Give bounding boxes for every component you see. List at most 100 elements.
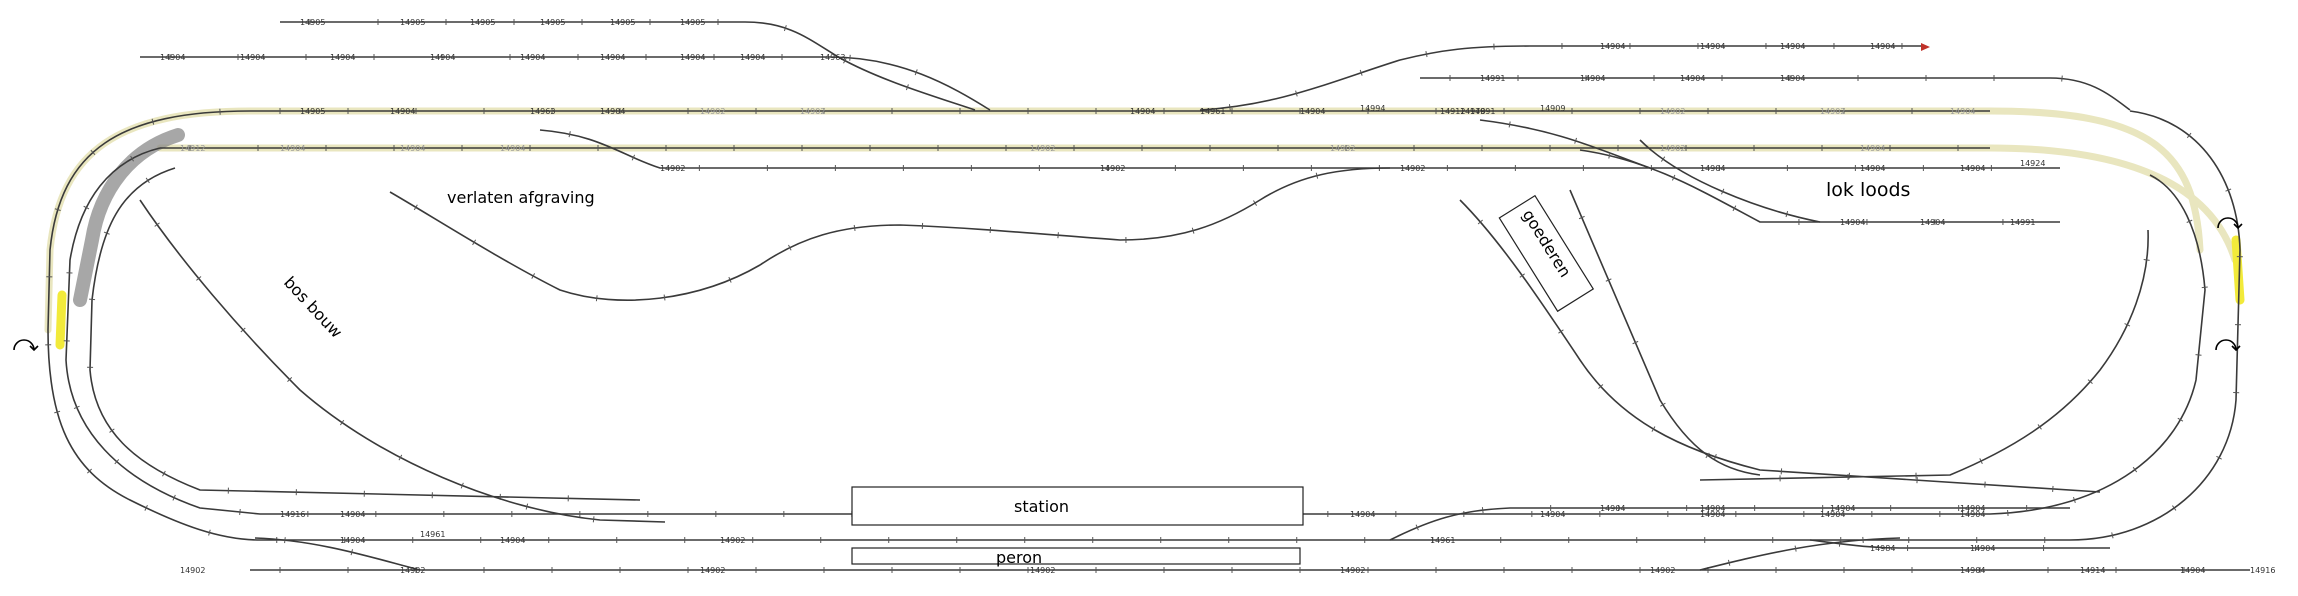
track-code-label: 14902 (1100, 164, 1125, 173)
track-code-label: 14978 (1460, 107, 1485, 116)
track-segment[interactable] (539, 129, 2060, 169)
track-segment[interactable] (1569, 189, 1761, 476)
track-code-label: 14924 (2020, 159, 2045, 168)
track-joint (339, 419, 345, 426)
track-joint (239, 508, 241, 516)
track-code-label: 14904 (430, 53, 455, 62)
track-code-label: 14905 (540, 18, 565, 27)
track-segment[interactable] (1809, 539, 2110, 549)
track-joint (853, 224, 856, 232)
track-code-label: 14905 (300, 18, 325, 27)
track-joint (287, 377, 293, 382)
track-joint (1608, 152, 1611, 159)
track-joint (284, 537, 286, 544)
track-code-label: 14904 (1600, 42, 1625, 51)
peron-box (851, 547, 1301, 565)
track-joint (398, 454, 403, 461)
track-segment[interactable] (47, 110, 2241, 541)
track-segment[interactable] (1699, 537, 1901, 571)
track-segment[interactable] (254, 537, 421, 571)
track-joint (2124, 323, 2131, 327)
track-joint (1732, 205, 1737, 212)
track-joint (728, 276, 732, 283)
track-code-label: 14904 (240, 53, 265, 62)
track-segment[interactable] (1420, 77, 2131, 111)
lok-loods-label: lok loods (1826, 179, 1910, 201)
track-code-label: 14904 (1860, 164, 1885, 173)
track-code-label: 14914 (2080, 566, 2105, 575)
track-joint (1253, 200, 1258, 206)
track-segment[interactable] (140, 56, 991, 111)
turn-marker-icon (13, 339, 39, 352)
track-joint (154, 222, 160, 227)
track-code-label: 14904 (1870, 42, 1895, 51)
track-joint (1228, 104, 1231, 111)
track-code-label: 14904 (280, 144, 305, 153)
track-code-label: 14904 (600, 107, 625, 116)
track-joint (1415, 524, 1419, 531)
track-code-label: 14904 (1960, 504, 1985, 513)
track-code-label: 14904 (1700, 164, 1725, 173)
track-code-label: 14902 (1340, 566, 1365, 575)
turn-marker-icon (2215, 339, 2241, 352)
track-code-label: 14904 (600, 53, 625, 62)
track-segment[interactable] (1389, 507, 2070, 541)
track-code-label: 14904 (1350, 510, 1375, 519)
track-segment[interactable] (1199, 45, 1925, 111)
track-joint (208, 529, 211, 536)
track-joint (2073, 496, 2076, 504)
track-code-label: 14904 (2180, 566, 2205, 575)
track-joint (1578, 215, 1585, 220)
track-segment[interactable] (139, 199, 666, 523)
track-code-label: 14904 (1970, 544, 1995, 553)
track-code-label: 14912 (180, 144, 205, 153)
track-joint (843, 57, 847, 64)
track-segment[interactable] (280, 21, 976, 111)
track-code-label: 14904 (1700, 504, 1725, 513)
track-joint (1574, 137, 1578, 144)
track-joint (2225, 188, 2232, 192)
track-segment[interactable] (389, 167, 1391, 301)
track-joint (783, 25, 787, 32)
track-code-label: 14904 (500, 144, 525, 153)
track-joint (350, 549, 353, 556)
track-joint (2087, 379, 2093, 384)
track-segment[interactable] (1479, 119, 1651, 169)
track-code-label: 14904 (520, 53, 545, 62)
track-code-label: 14963 (820, 53, 845, 62)
track-joint (2111, 532, 2114, 539)
selected-section-left[interactable] (55, 290, 67, 350)
track-code-label: 14912 (1440, 107, 1465, 116)
track-code-label: 14904 (1700, 42, 1725, 51)
track-joint (914, 69, 918, 76)
track-segment[interactable] (89, 167, 641, 501)
track-joint (525, 503, 529, 510)
goederen-box (1498, 194, 1595, 313)
track-code-label: 14905 (610, 18, 635, 27)
track-segment[interactable] (65, 147, 2206, 515)
track-joint (1713, 453, 1717, 460)
highlighted-routes (44, 107, 2239, 334)
track-joint (663, 294, 666, 301)
track-code-label: 14905 (470, 18, 495, 27)
track-code-label: 14904 (500, 536, 525, 545)
track-joint (145, 177, 150, 184)
track-joint (2007, 509, 2009, 517)
track-joint (90, 149, 96, 156)
track-joint (1295, 90, 1298, 97)
track-code-label: 14904 (1680, 74, 1705, 83)
track-code-label: 14904 (1950, 107, 1975, 116)
track-joint (89, 298, 96, 301)
track-code-label: 14904 (390, 107, 415, 116)
track-joint (1605, 278, 1612, 282)
track-joint (172, 494, 176, 501)
track-code-label: 14902 (180, 566, 205, 575)
track-joint (1785, 211, 1789, 218)
grey-block-section[interactable] (73, 128, 185, 307)
track-segment[interactable] (1579, 149, 2060, 223)
track-joint (87, 468, 93, 474)
track-segment[interactable] (1699, 229, 2149, 481)
track-joint (1191, 227, 1195, 234)
track-joint (2216, 455, 2222, 460)
